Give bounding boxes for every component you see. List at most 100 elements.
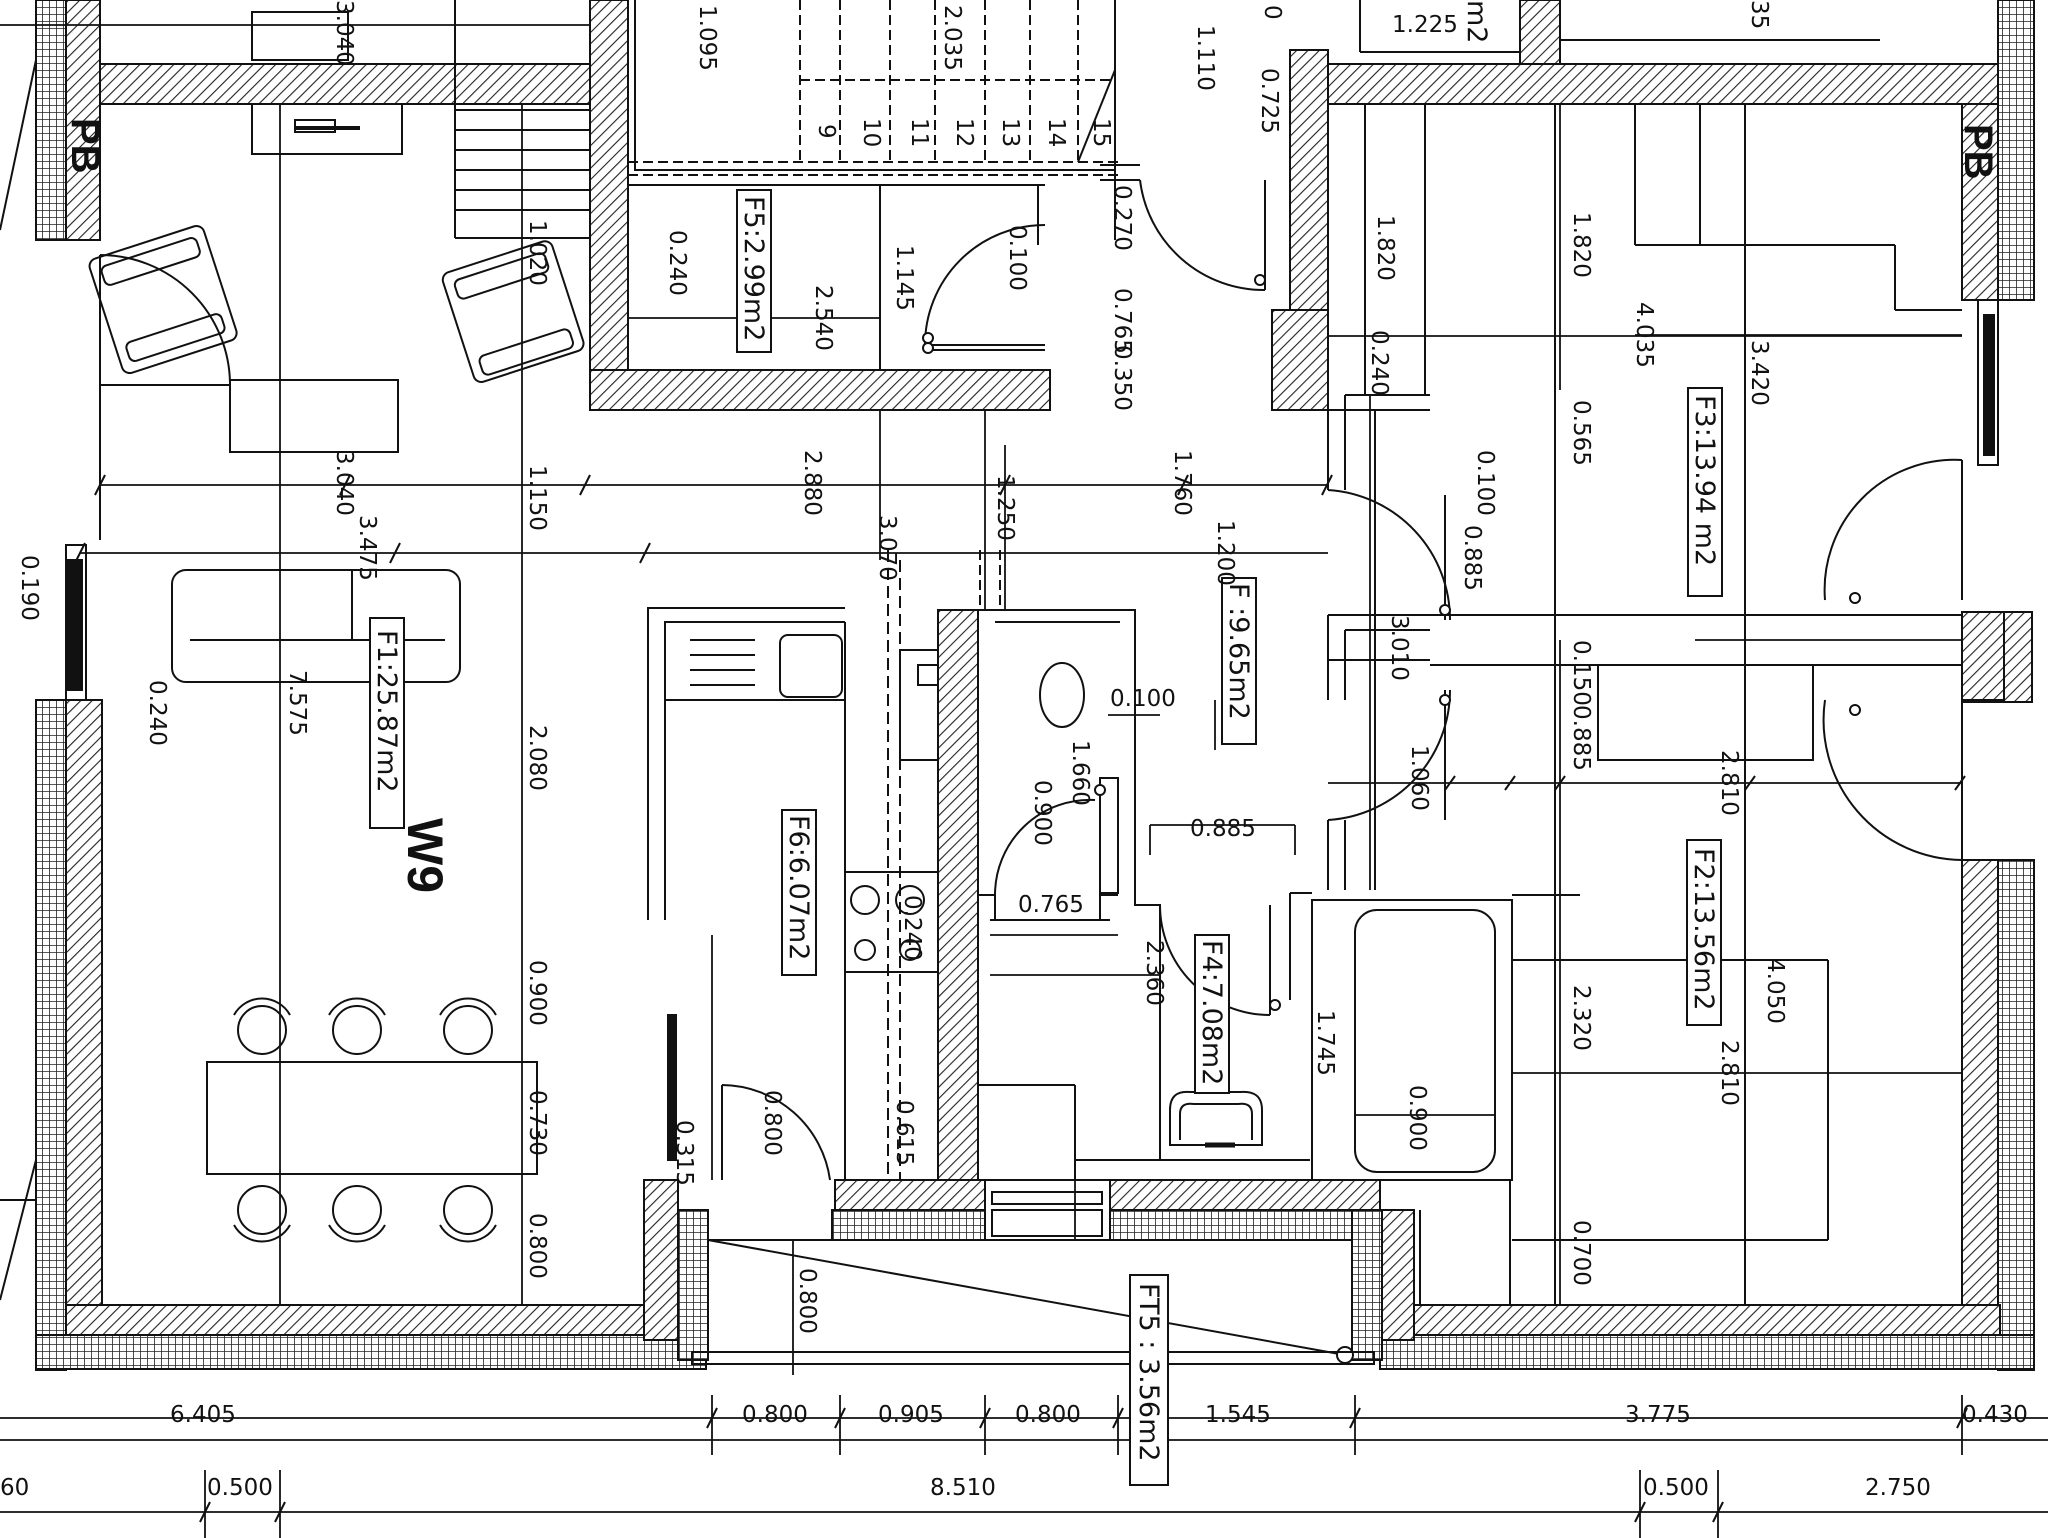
dim-label: 0.240: [144, 680, 170, 746]
dim-label: 2.320: [1568, 985, 1594, 1051]
furniture-armchair-left: [88, 224, 238, 375]
dimension-ticks: [74, 474, 1968, 1523]
window-kitchen: [667, 1014, 677, 1161]
room-label-f3: F3:13.94 m2: [1689, 395, 1720, 566]
wall-right-outer-upper: [1997, 0, 2035, 301]
dim-label: 2.035: [939, 5, 965, 71]
dim-label: 1.020: [524, 220, 550, 286]
wall-bay-left-outer: [677, 1209, 709, 1361]
wall-kitchen-bath: [937, 609, 979, 1181]
wall-top-right-partition: [1519, 0, 1561, 65]
door-swing-f3: [1823, 458, 1963, 601]
dim-label: 1.820: [1568, 212, 1594, 278]
dim-label: 0.800: [742, 1402, 808, 1428]
dim-label: 2.810: [1716, 750, 1742, 816]
dim-label: 0.430: [1962, 1402, 2028, 1428]
dim-label: 0.800: [759, 1090, 785, 1156]
mark-w9: W9: [397, 818, 453, 893]
room-label-top-partial: m2: [1461, 0, 1492, 43]
furniture-dining-table: [206, 1061, 538, 1175]
doors: [0, 59, 1963, 1301]
wall-bay-right-outer: [1351, 1209, 1383, 1361]
dim-label: 1.095: [694, 5, 720, 71]
furniture-armchair-right: [441, 240, 585, 383]
stair-step-label: 15: [1088, 118, 1114, 147]
walls: [35, 0, 2035, 1371]
door-swing-f4: [1159, 904, 1271, 1016]
wall-left-outer-upper: [35, 0, 67, 241]
dim-label: 0.240: [1366, 330, 1392, 396]
mark-pb-right: PB: [1956, 124, 2000, 180]
dim-label: 2.540: [810, 285, 836, 351]
dim-label: 0.900: [1029, 780, 1055, 846]
stair-step-label: 13: [997, 118, 1023, 147]
dim-label: 0.240: [899, 895, 925, 961]
dim-label: 0.615: [891, 1100, 917, 1166]
dim-label: 1.145: [891, 245, 917, 311]
wall-top-left: [99, 63, 591, 105]
dim-label: 2.080: [524, 725, 550, 791]
room-label-f4: F4:7.08m2: [1196, 940, 1227, 1085]
dim-label: 0.800: [1015, 1402, 1081, 1428]
wall-bottom-left-outer: [35, 1334, 707, 1370]
dim-label: 2.880: [799, 450, 825, 516]
fixture-bathtub: [1311, 899, 1513, 1181]
dim-label: 0.315: [671, 1120, 697, 1186]
dim-label: 1.820: [1372, 215, 1398, 281]
dim-label: 3.040: [331, 450, 357, 516]
door-swing-bath: [1327, 689, 1452, 821]
dim-label: 2.360: [1141, 940, 1167, 1006]
dim-label: 0.800: [524, 1213, 550, 1279]
interior-lines: [88, 0, 2005, 1365]
wall-stair-left: [589, 0, 629, 411]
room-label-ft5: FT5 : 3.56m2: [1133, 1283, 1164, 1462]
fixture-markers: [922, 274, 1861, 1011]
dim-label: 0.565: [1568, 400, 1594, 466]
dim-label: 60: [0, 1475, 29, 1501]
wall-left-outer-lower: [35, 699, 67, 1371]
room-label-f1: F1:25.87m2: [371, 630, 402, 793]
dim-label: 1.250: [992, 475, 1018, 541]
wall-bay-right: [1379, 1209, 1415, 1341]
dim-label: 0.730: [524, 1090, 550, 1156]
stair-step-numbers: 9 10 11 12 13 14 15: [813, 118, 1114, 147]
dim-label: 0.765: [1109, 288, 1135, 354]
wall-right-outer-lower: [1997, 859, 2035, 1371]
dim-label: 0.700: [1568, 1220, 1594, 1286]
dim-label: 0.905: [878, 1402, 944, 1428]
dim-label: 0.100: [1110, 686, 1176, 712]
dim-label: 0.725: [1256, 68, 1282, 134]
dim-label: 0.100: [1004, 225, 1030, 291]
stair-step-label: 14: [1043, 118, 1069, 147]
wall-bottom-right: [1379, 1304, 2001, 1336]
door-swing-kitchen: [721, 1084, 831, 1181]
furniture-sideboard: [251, 11, 349, 61]
dim-label: 0.885: [1568, 705, 1594, 771]
dim-label: 1.200: [1212, 520, 1238, 586]
furniture-sofa: [171, 569, 461, 683]
room-label-hall: F :9.65m2: [1223, 583, 1254, 720]
room-label-f5: F5:2.99m2: [738, 196, 769, 341]
dim-label: 1.110: [1192, 25, 1218, 91]
wall-bottom-left: [65, 1304, 667, 1336]
dim-label: 3.010: [1386, 615, 1412, 681]
stair-step-label: 10: [858, 118, 884, 147]
door-swing-f2: [1822, 699, 1963, 861]
dim-label: 3.070: [874, 515, 900, 581]
wall-top-right: [1327, 63, 1999, 105]
dim-label: 0.150: [1568, 640, 1594, 706]
dim-label: 0.800: [794, 1268, 820, 1334]
dim-label: 2.750: [1865, 1475, 1931, 1501]
dim-label: 4.050: [1762, 958, 1788, 1024]
dim-label: 1.225: [1392, 12, 1458, 38]
dim-label: 0.270: [1109, 185, 1135, 251]
wall-center-stub: [1271, 309, 1329, 411]
stair-step-label: 11: [906, 118, 932, 147]
dim-label: 0.900: [524, 960, 550, 1026]
dim-label: 1.745: [1312, 1010, 1338, 1076]
dim-label: 1.660: [1067, 740, 1093, 806]
room-label-f2: F2:13.56m2: [1688, 848, 1719, 1011]
dim-label: 3.420: [1746, 340, 1772, 406]
dim-label: 0.240: [664, 230, 690, 296]
